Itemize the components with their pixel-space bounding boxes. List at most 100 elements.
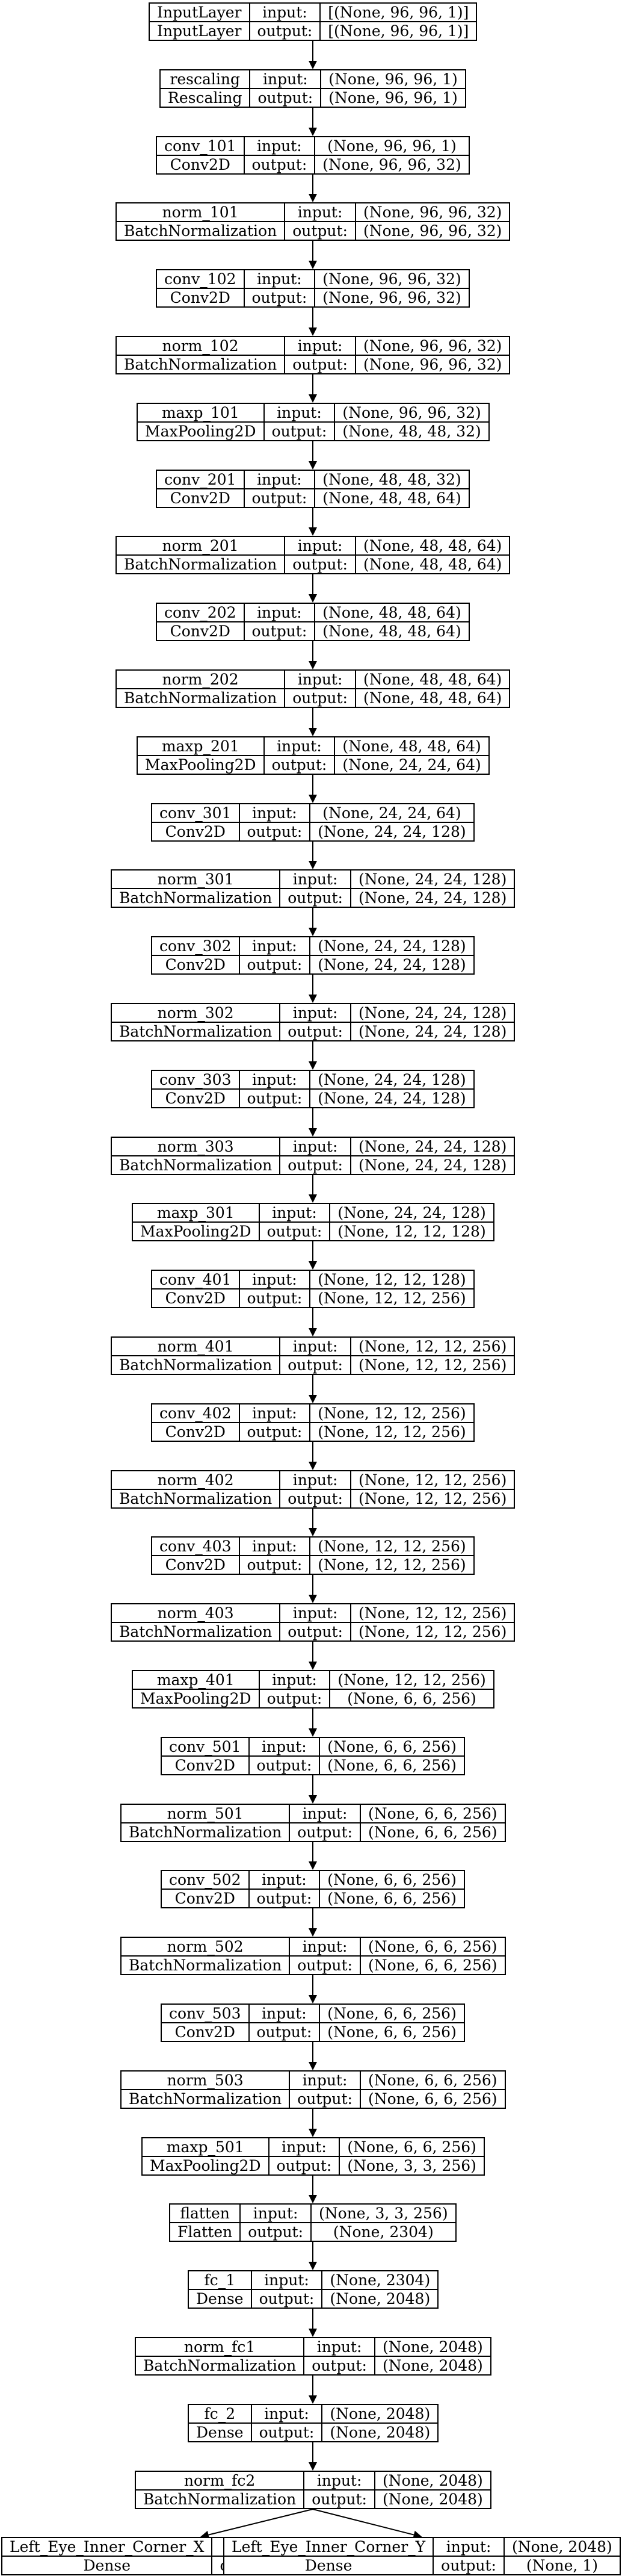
layer-type: BatchNormalization — [112, 1155, 280, 1174]
output-label: output: — [264, 421, 334, 440]
layer-node-norm-101: norm_101 BatchNormalization input: outpu… — [115, 202, 511, 241]
shape-cell: (None, 24, 24, 128) (None, 24, 24, 128) — [309, 1071, 473, 1107]
layer-id-cell: conv_502 Conv2D — [162, 1871, 248, 1907]
layer-node-conv-502: conv_502 Conv2D input: output: (None, 6,… — [161, 1870, 465, 1908]
io-label-cell: input: output: — [303, 2338, 374, 2374]
input-shape: (None, 48, 48, 32) — [322, 471, 461, 488]
output-label: output: — [244, 488, 315, 507]
io-label-cell: input: output: — [433, 2538, 503, 2574]
layer-type: Conv2D — [157, 288, 244, 306]
layer-name: norm_102 — [162, 337, 239, 355]
output-shape: (None, 24, 24, 128) — [351, 1155, 514, 1174]
layer-name: InputLayer — [157, 4, 242, 21]
output-label: output: — [280, 1022, 350, 1040]
edge-8-9 — [309, 574, 317, 603]
output-label: output: — [290, 1955, 360, 1974]
layer-id-cell: conv_302 Conv2D — [152, 937, 239, 973]
layer-type: Conv2D — [157, 488, 244, 507]
layer-type: BatchNormalization — [136, 2356, 304, 2374]
layer-type: Dense — [2, 2556, 212, 2574]
io-label-cell: input: output: — [289, 1938, 360, 1974]
edge-17-18 — [309, 1175, 317, 1203]
output-shape: (None, 2048) — [322, 2289, 438, 2308]
io-label-cell: input: output: — [279, 1338, 350, 1374]
layer-type: MaxPooling2D — [138, 755, 263, 774]
layer-id-cell: norm_fc2 BatchNormalization — [136, 2472, 304, 2508]
layer-id-cell: conv_301 Conv2D — [152, 804, 239, 840]
layer-type: Dense — [189, 2289, 251, 2308]
output-shape: (None, 12, 12, 256) — [310, 1422, 473, 1441]
layer-id-cell: norm_202 BatchNormalization — [117, 671, 285, 707]
layer-type: BatchNormalization — [117, 554, 285, 573]
input-label: input: — [272, 1204, 317, 1221]
layer-node-conv-303: conv_303 Conv2D input: output: (None, 24… — [151, 1070, 475, 1108]
io-label-cell: input: output: — [243, 471, 315, 507]
output-shape: (None, 24, 24, 128) — [351, 1022, 514, 1040]
output-shape: (None, 24, 24, 64) — [335, 755, 488, 774]
shape-cell: [(None, 96, 96, 1)] [(None, 96, 96, 1)] — [319, 4, 476, 40]
input-label: input: — [252, 1538, 297, 1555]
layer-type: Conv2D — [152, 1088, 239, 1107]
layer-name: fc_2 — [204, 2405, 236, 2422]
layer-name: norm_403 — [157, 1604, 234, 1622]
edge-24-25 — [309, 1642, 317, 1670]
output-shape: (None, 48, 48, 64) — [315, 488, 469, 507]
io-label-cell: input: output: — [238, 804, 310, 840]
output-label: output: — [280, 1489, 350, 1507]
io-label-cell: input: output: — [279, 1004, 350, 1040]
input-shape: (None, 12, 12, 256) — [358, 1338, 507, 1355]
output-shape: (None, 12, 12, 256) — [351, 1489, 514, 1507]
io-label-cell: input: output: — [279, 1138, 350, 1174]
output-label: output: — [239, 955, 310, 973]
layer-id-cell: Left_Eye_Inner_Corner_Y Dense — [224, 2538, 433, 2574]
layer-name: norm_302 — [157, 1004, 234, 1022]
output-shape: (None, 6, 6, 256) — [330, 1689, 493, 1707]
io-label-cell: input: output: — [279, 871, 350, 907]
output-label: output: — [239, 1288, 310, 1307]
layer-name: norm_303 — [157, 1138, 234, 1155]
input-label: input: — [297, 537, 343, 554]
layer-name: conv_201 — [164, 471, 236, 488]
layer-name: flatten — [180, 2205, 230, 2222]
output-shape: (None, 48, 48, 64) — [315, 621, 469, 640]
edge-20-21 — [309, 1375, 317, 1403]
output-shape: (None, 1) — [504, 2556, 620, 2574]
layer-name: norm_502 — [167, 1938, 244, 1955]
input-shape: (None, 6, 6, 256) — [368, 1805, 497, 1822]
edge-2-3 — [309, 175, 317, 202]
layer-name: norm_301 — [157, 871, 234, 888]
layer-node-left-eye-inner-corner-y: Left_Eye_Inner_Corner_Y Dense input: out… — [223, 2537, 621, 2575]
shape-cell: (None, 12, 12, 256) (None, 12, 12, 256) — [309, 1404, 473, 1441]
output-shape: (None, 48, 48, 64) — [356, 688, 510, 707]
output-shape: (None, 12, 12, 256) — [351, 1622, 514, 1640]
io-label-cell: input: output: — [250, 2271, 322, 2308]
layer-name: norm_101 — [162, 203, 239, 221]
input-label: input: — [257, 137, 302, 155]
input-label: input: — [257, 270, 302, 288]
output-label: output: — [244, 155, 315, 173]
io-label-cell: input: output: — [303, 2472, 374, 2508]
input-shape: (None, 12, 12, 256) — [358, 1471, 507, 1489]
shape-cell: (None, 24, 24, 128) (None, 24, 24, 128) — [349, 871, 514, 907]
output-shape: (None, 6, 6, 256) — [320, 2022, 464, 2041]
input-label: input: — [252, 1271, 297, 1288]
input-label: input: — [263, 70, 308, 88]
layer-id-cell: norm_403 BatchNormalization — [112, 1604, 280, 1640]
layer-name: norm_401 — [157, 1338, 234, 1355]
input-label: input: — [292, 1471, 338, 1489]
edge-13-14 — [309, 908, 317, 936]
output-label: output: — [251, 2289, 322, 2308]
io-label-cell: input: output: — [268, 2138, 339, 2174]
layer-id-cell: conv_403 Conv2D — [152, 1538, 239, 1574]
layer-node-norm-202: norm_202 BatchNormalization input: outpu… — [115, 669, 511, 708]
layer-name: norm_201 — [162, 537, 239, 554]
shape-cell: (None, 24, 24, 128) (None, 24, 24, 128) — [349, 1004, 514, 1040]
layer-id-cell: maxp_401 MaxPooling2D — [133, 1671, 259, 1707]
output-label: output: — [239, 822, 310, 840]
layer-id-cell: fc_1 Dense — [189, 2271, 251, 2308]
input-shape: (None, 2048) — [330, 2405, 431, 2422]
input-shape: (None, 48, 48, 64) — [322, 604, 461, 621]
input-label: input: — [302, 2072, 348, 2089]
layer-type: Conv2D — [152, 1422, 239, 1441]
output-label: output: — [290, 2089, 360, 2108]
